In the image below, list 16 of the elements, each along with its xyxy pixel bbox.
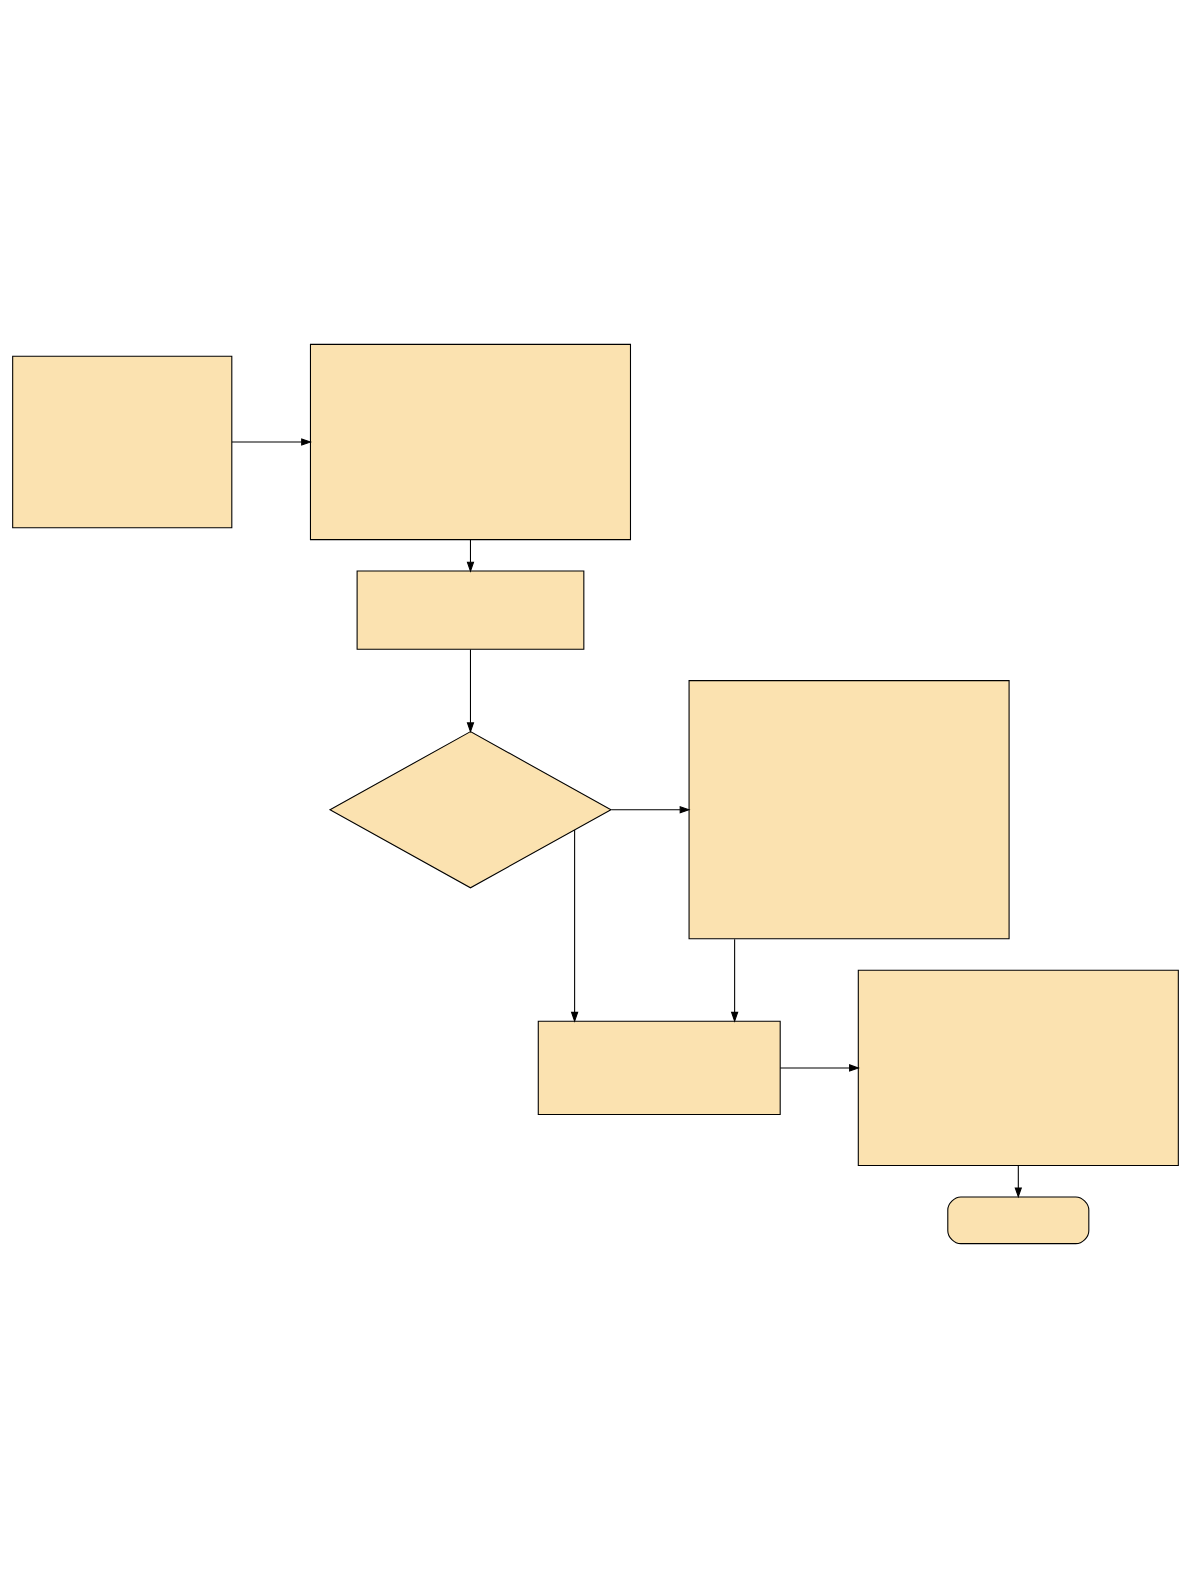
arrow — [231, 437, 312, 446]
node-diamond — [328, 730, 613, 888]
arrow — [466, 648, 475, 733]
arrow — [730, 938, 739, 1023]
node-stadium — [947, 1195, 1090, 1244]
arrow — [779, 1063, 860, 1072]
node-box — [356, 570, 585, 650]
arrow — [610, 805, 691, 814]
arrow — [570, 828, 579, 1023]
node-box — [688, 679, 1010, 939]
node-box — [12, 355, 233, 528]
node-box — [309, 343, 632, 540]
arrow — [1014, 1164, 1023, 1198]
node-box — [857, 969, 1179, 1166]
node-box — [537, 1020, 781, 1115]
arrow — [466, 538, 475, 573]
